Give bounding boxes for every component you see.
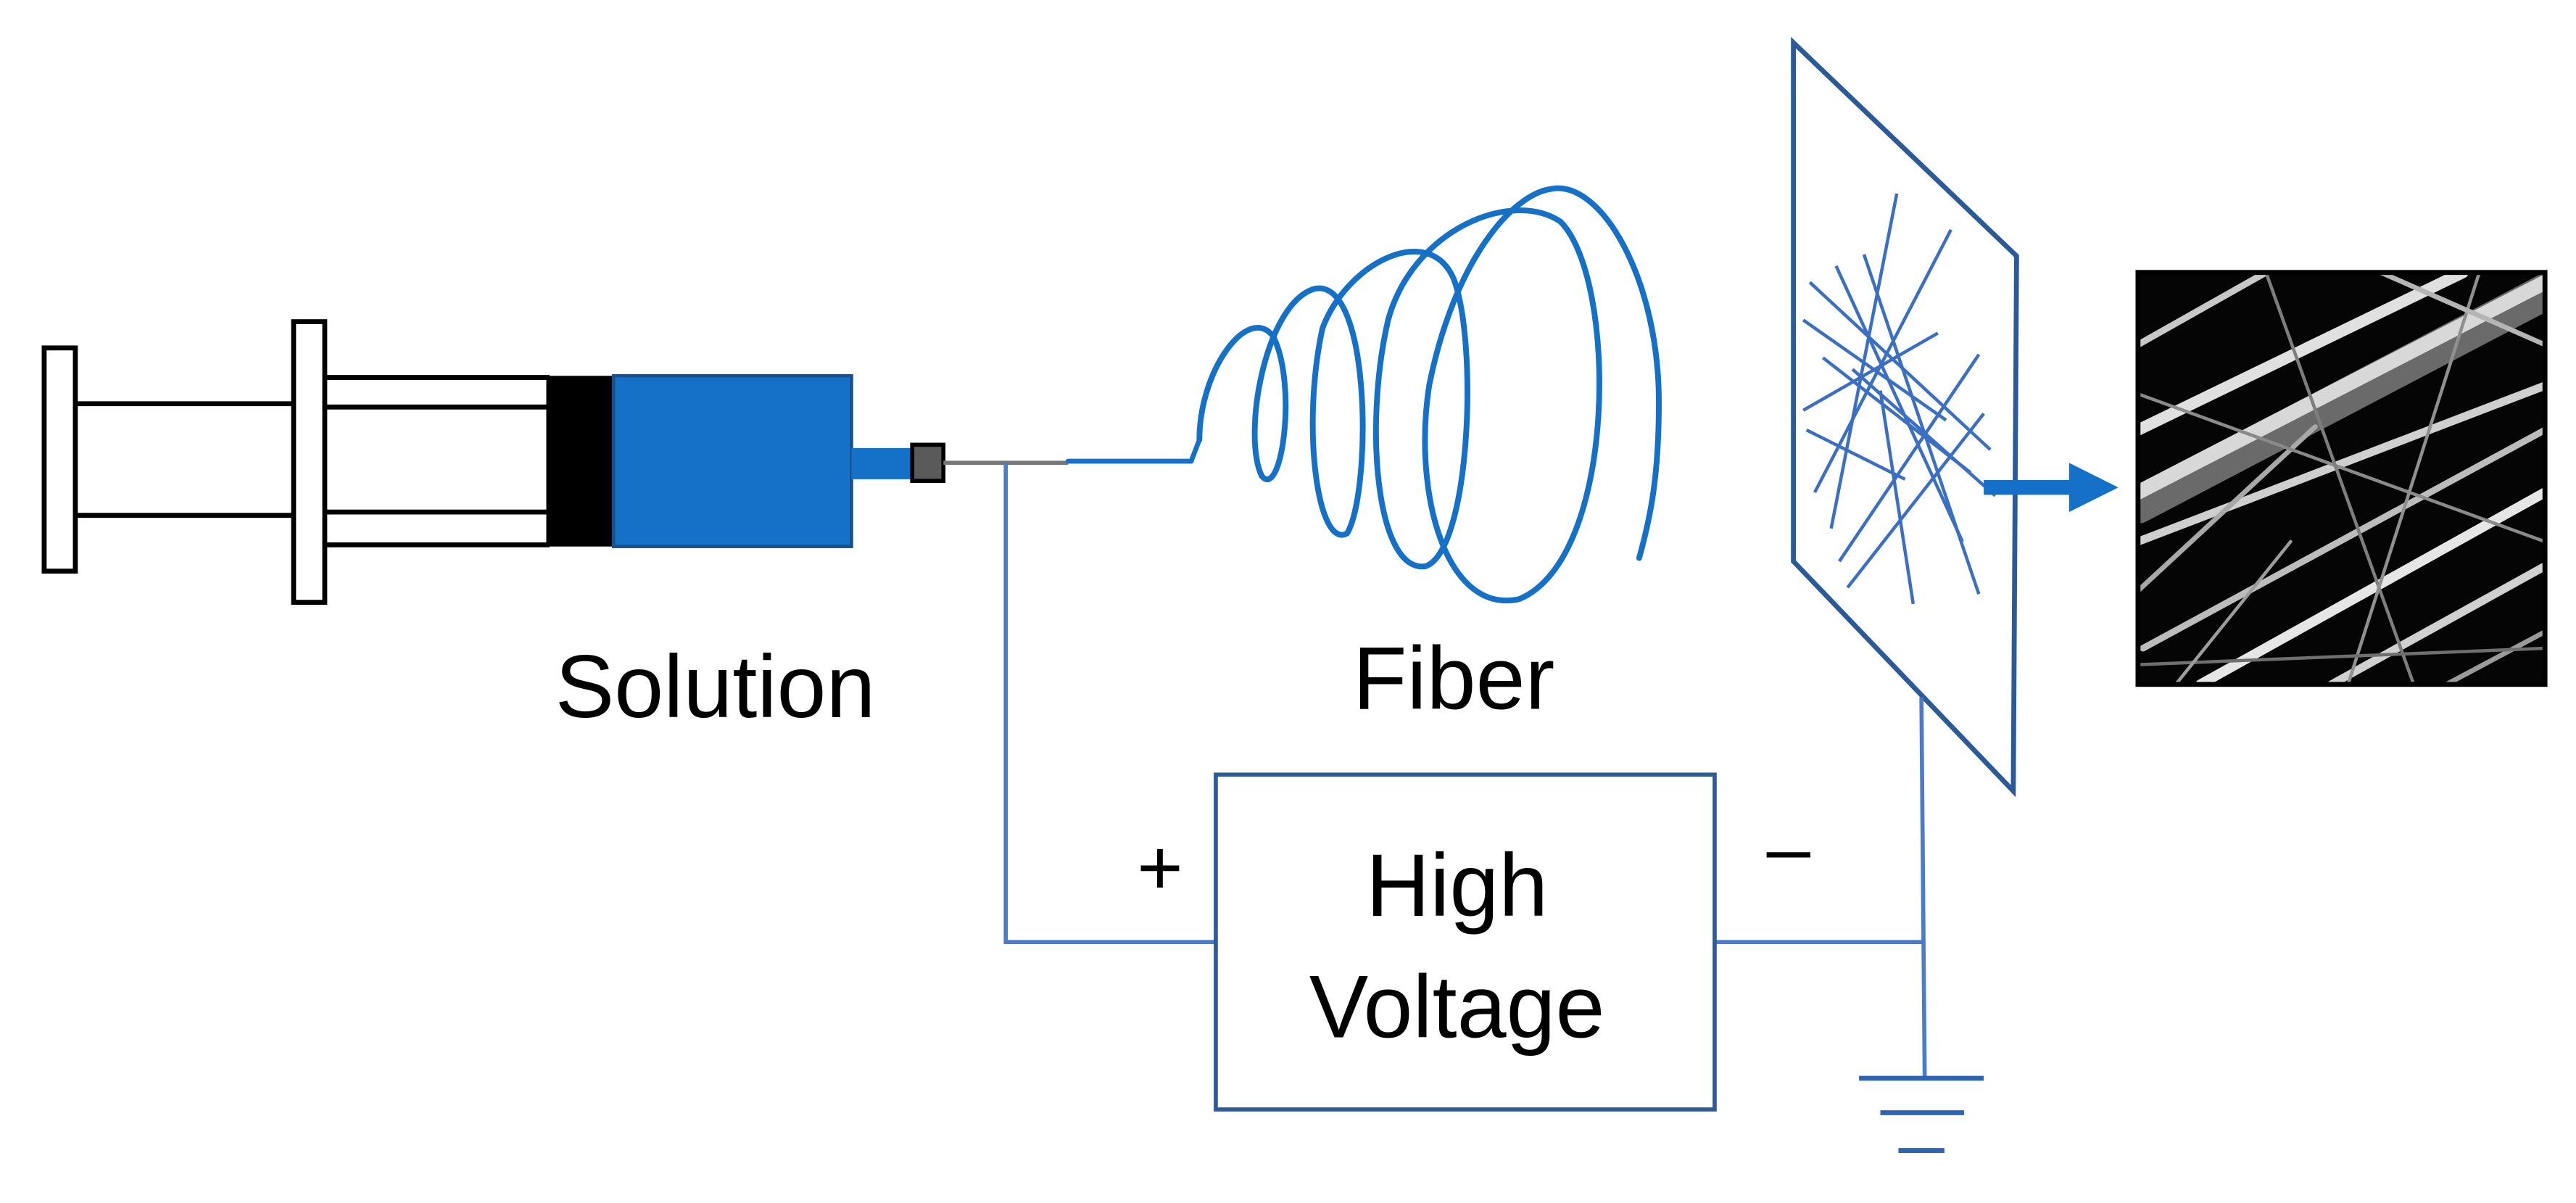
collector-screen-icon [1791, 36, 2019, 798]
plunger-thumb-rest [41, 345, 78, 574]
voltage-label-line2: Voltage [1309, 956, 1605, 1056]
fiber-spiral [1196, 185, 1662, 604]
arrow-right-icon [1984, 463, 2119, 513]
high-voltage-box [1214, 772, 1717, 1112]
ground-icon [1859, 1075, 1984, 1153]
negative-terminal-label: – [1767, 804, 1811, 892]
collected-fibers [1802, 193, 1997, 605]
syringe [41, 319, 1069, 605]
fiber-micrograph-image [2135, 270, 2548, 687]
solution-label: Solution [555, 637, 876, 736]
syringe-nozzle [851, 447, 913, 479]
collector-wire [1919, 697, 1927, 1077]
fiber-jet [1065, 185, 1662, 604]
needle-tip-icon [910, 442, 946, 483]
positive-terminal-label: + [1137, 824, 1183, 911]
plunger-head [546, 376, 614, 547]
solution-barrel [612, 374, 853, 548]
syringe-flange [291, 319, 328, 605]
fiber-label: Fiber [1353, 629, 1554, 728]
voltage-label-line1: High [1366, 835, 1548, 935]
positive-wire [1003, 463, 1216, 944]
circuit-wires [1003, 463, 1927, 1077]
